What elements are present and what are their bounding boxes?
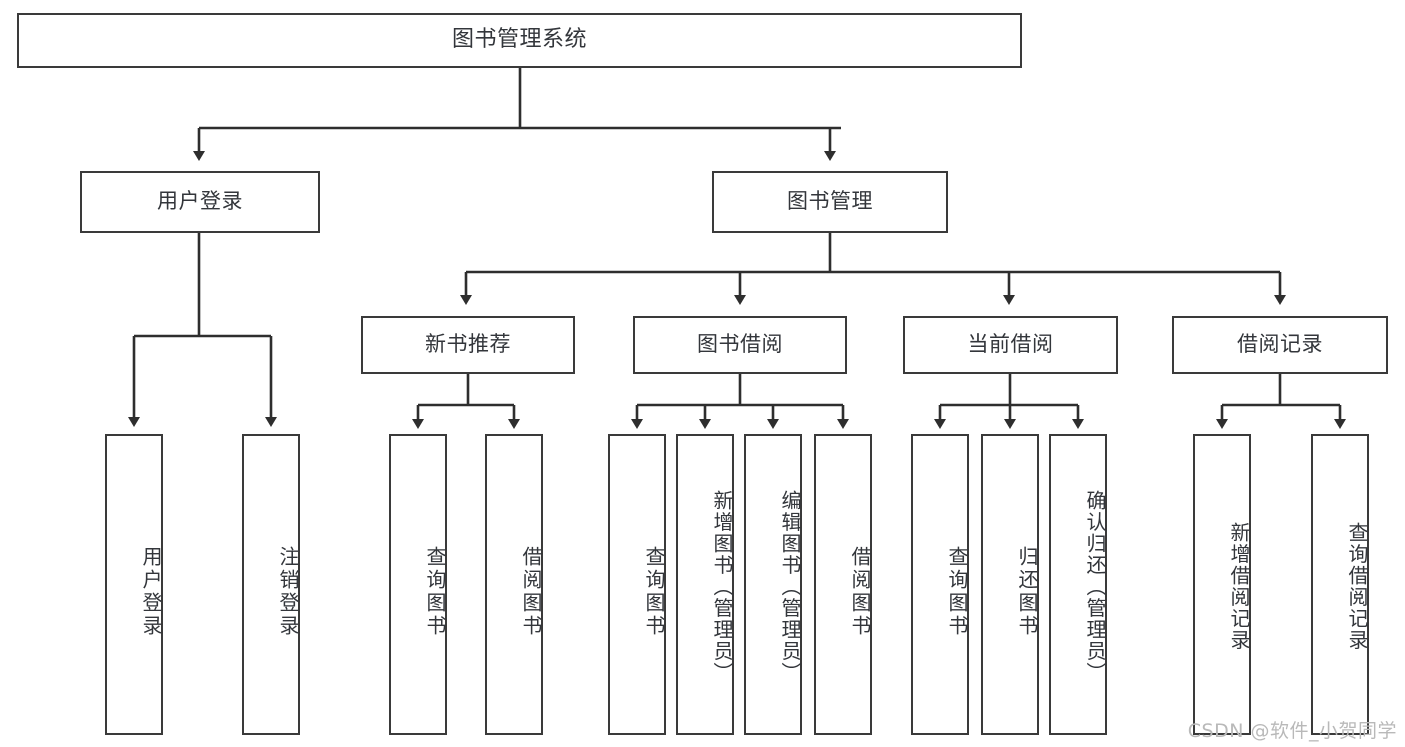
node-label: 图书管理系统 [451, 27, 587, 53]
leaf-new-book-borrow-book[interactable]: 借阅图书 [485, 434, 543, 735]
leaf-book-borrow-borrow-book[interactable]: 借阅图书 [814, 434, 872, 735]
node-label: 用户登录 [157, 189, 243, 214]
node-label: 新书推荐 [425, 332, 511, 357]
node-label: 用户登录 [139, 545, 163, 638]
leaf-new-book-query-book[interactable]: 查询图书 [389, 434, 447, 735]
node-label: 编辑图书（管理员） [778, 489, 802, 684]
node-new-book-recommendation[interactable]: 新书推荐 [361, 316, 575, 374]
node-book-borrowing[interactable]: 图书借阅 [633, 316, 847, 374]
node-label: 新增图书（管理员） [710, 489, 734, 684]
node-current-borrowing[interactable]: 当前借阅 [903, 316, 1118, 374]
node-label: 确认归还（管理员） [1083, 489, 1107, 684]
node-root-book-management-system[interactable]: 图书管理系统 [17, 13, 1022, 68]
node-label: 当前借阅 [967, 332, 1054, 357]
leaf-user-login-logout[interactable]: 注销登录 [242, 434, 300, 735]
node-label: 归还图书 [1015, 545, 1039, 638]
leaf-book-borrow-add-book-admin[interactable]: 新增图书（管理员） [676, 434, 734, 735]
leaf-current-borrow-query-book[interactable]: 查询图书 [911, 434, 969, 735]
node-label: 借阅图书 [519, 545, 543, 638]
watermark-text: CSDN @软件_小贺同学 [1187, 720, 1397, 742]
node-label: 查询图书 [945, 545, 969, 638]
node-label: 图书管理 [787, 189, 873, 214]
node-label: 查询借阅记录 [1345, 522, 1369, 651]
node-borrowing-record[interactable]: 借阅记录 [1172, 316, 1388, 374]
leaf-borrow-record-add-record[interactable]: 新增借阅记录 [1193, 434, 1251, 735]
node-label: 注销登录 [276, 545, 300, 638]
leaf-current-borrow-confirm-return-admin[interactable]: 确认归还（管理员） [1049, 434, 1107, 735]
leaf-book-borrow-query-book[interactable]: 查询图书 [608, 434, 666, 735]
node-label: 借阅记录 [1237, 332, 1323, 357]
node-user-login[interactable]: 用户登录 [80, 171, 320, 233]
node-label: 图书借阅 [697, 332, 783, 357]
node-label: 查询图书 [423, 545, 447, 638]
node-label: 借阅图书 [848, 545, 872, 638]
node-book-management[interactable]: 图书管理 [712, 171, 948, 233]
leaf-user-login-login[interactable]: 用户登录 [105, 434, 163, 735]
leaf-book-borrow-edit-book-admin[interactable]: 编辑图书（管理员） [744, 434, 802, 735]
leaf-borrow-record-query-record[interactable]: 查询借阅记录 [1311, 434, 1369, 735]
node-label: 查询图书 [642, 545, 666, 638]
leaf-current-borrow-return-book[interactable]: 归还图书 [981, 434, 1039, 735]
node-label: 新增借阅记录 [1227, 522, 1251, 651]
